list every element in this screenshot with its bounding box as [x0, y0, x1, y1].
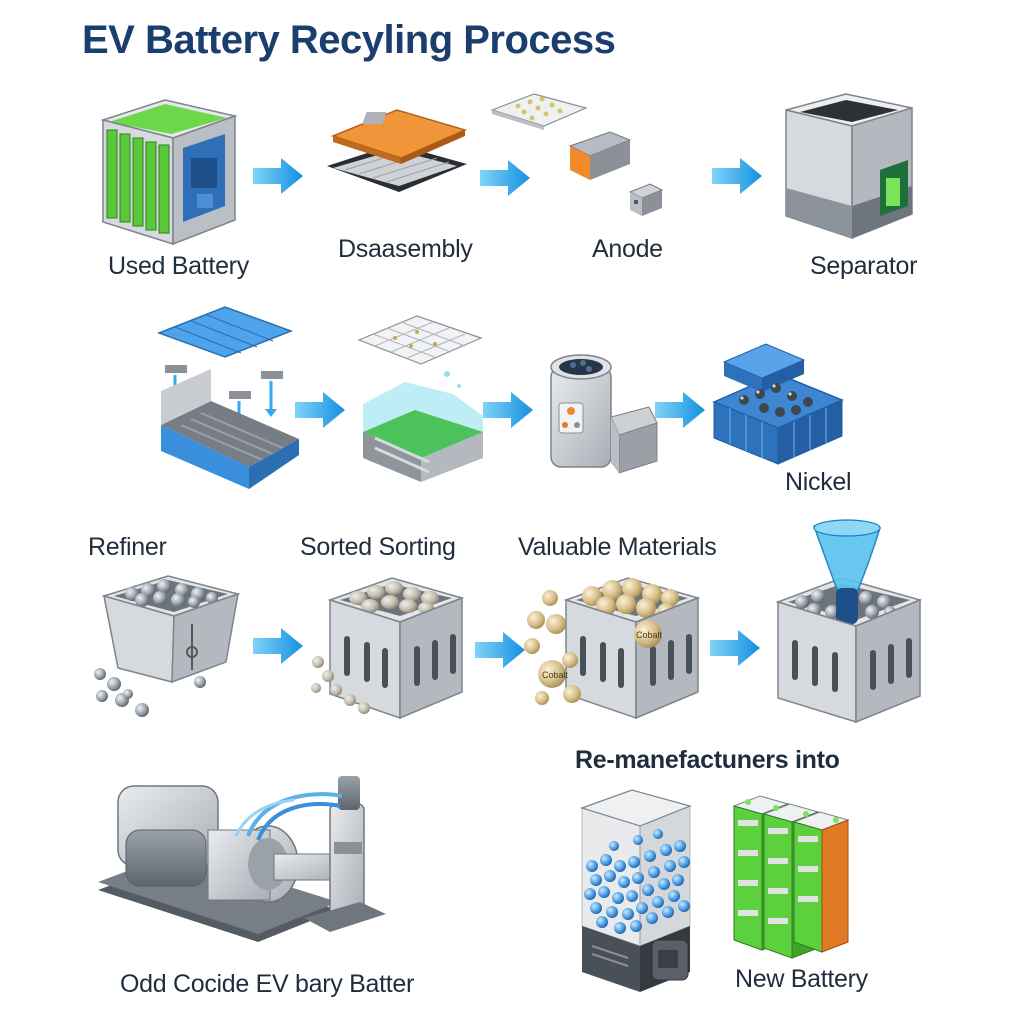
step-label-sorted-sorting: Sorted Sorting [300, 533, 456, 561]
cobalt-ball-label: Cobalt [542, 670, 569, 680]
arrow-icon [253, 158, 303, 194]
arrow-icon [295, 392, 345, 428]
refiner-machine-icon [550, 354, 658, 474]
step-label-valuable-materials: Valuable Materials [518, 533, 717, 561]
arrow-icon [710, 630, 760, 666]
step-label-refiner: Refiner [88, 533, 167, 561]
materials-bin-icon: Cobalt Cobalt [524, 577, 701, 720]
step-label-nickel: Nickel [785, 468, 852, 496]
step-label-disassembly: Dsaasembly [338, 235, 473, 263]
arrow-icon [655, 392, 705, 428]
shredding-water-icon [357, 315, 483, 482]
cobalt-ball-label: Cobalt [636, 630, 663, 640]
page-title: EV Battery Recyling Process [82, 18, 616, 62]
sorted-bin-icon [311, 577, 465, 720]
refiner-bin-icon [94, 575, 241, 717]
arrow-icon [483, 392, 533, 428]
pump-machine-icon [98, 776, 386, 942]
arrow-icon [253, 628, 303, 664]
nozzle-bin-icon [775, 519, 923, 724]
tray-lid-icon [156, 306, 299, 489]
step-label-new-battery: New Battery [735, 965, 868, 993]
step-label-remanufacture: Re-manefactuners into [575, 746, 840, 774]
step-label-used-battery: Used Battery [108, 252, 249, 280]
step-label-anode: Anode [592, 235, 663, 263]
nickel-blocks-icon [712, 343, 844, 465]
separator-tank-icon [785, 93, 913, 240]
step-label-pump: Odd Cocide EV bary Batter [120, 970, 415, 998]
new-battery-icon [732, 795, 850, 959]
step-label-separator: Separator [810, 252, 918, 280]
anode-components-icon [490, 93, 664, 216]
disassembly-layers-icon [327, 109, 468, 192]
hopper-icon [580, 789, 692, 992]
arrow-icon [475, 632, 525, 668]
arrow-icon [712, 158, 762, 194]
battery-pack-icon [100, 99, 238, 246]
